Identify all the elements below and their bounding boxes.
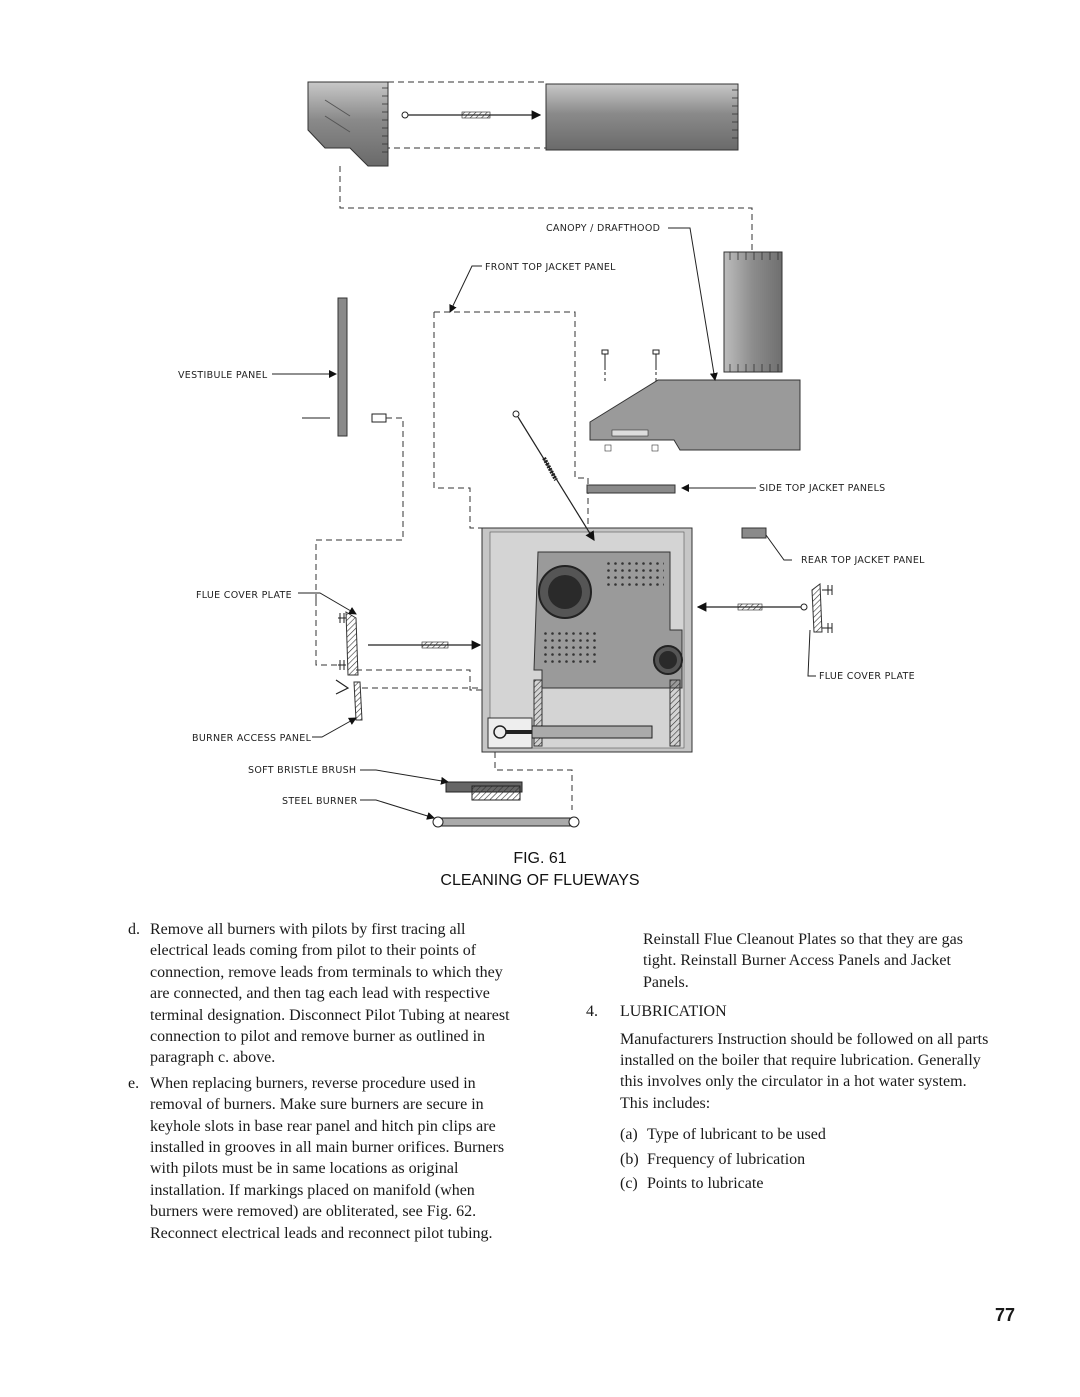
label-burner-access-panel: BURNER ACCESS PANEL [192, 733, 312, 744]
burner-access-panel [335, 679, 363, 721]
cleaning-rod-diagonal [512, 410, 595, 542]
figure-number: FIG. 61 [513, 850, 567, 867]
item-marker: e. [128, 1074, 140, 1092]
elbow-ruler [382, 87, 388, 153]
leader-lines [272, 227, 816, 820]
rear-top-jacket-panel [741, 527, 767, 539]
figure-caption: CLEANING OF FLUEWAYS [440, 872, 640, 889]
flue-cover-plate-left [338, 611, 359, 676]
vestibule-panel [337, 297, 348, 437]
label-vestibule-panel: VESTIBULE PANEL [178, 370, 268, 381]
list-item: (b) Frequency of lubrication [620, 1149, 998, 1170]
item-marker: d. [128, 921, 140, 938]
flue-elbow [307, 81, 389, 167]
canopy-drafthood [589, 379, 801, 451]
label-soft-bristle-brush: SOFT BRISTLE BRUSH [248, 765, 356, 776]
cleaning-rod-top [401, 110, 542, 120]
list-item: (c) Points to lubricate [620, 1173, 998, 1194]
front-top-jacket-panel-outline [434, 311, 589, 525]
item-text: Remove all burners with pilots by first … [150, 921, 510, 1067]
label-front-top-jacket-panel: FRONT TOP JACKET PANEL [485, 262, 616, 273]
list-item: (a) Type of lubricant to be used [620, 1124, 998, 1145]
section-text: Manufacturers Instruction should be foll… [620, 1030, 989, 1112]
list-item-e: e. When replacing burners, reverse proce… [128, 1073, 526, 1244]
page-number: 77 [994, 1305, 1015, 1325]
continuation-paragraph: Reinstall Flue Cleanout Plates so that t… [643, 931, 963, 991]
item-text: When replacing burners, reverse procedur… [150, 1074, 505, 1242]
label-rear-top-jacket-panel: REAR TOP JACKET PANEL [801, 555, 925, 566]
item-marker: (c) [620, 1175, 638, 1193]
boiler-body [481, 527, 693, 753]
item-text: Frequency of lubrication [647, 1150, 806, 1168]
side-top-jacket-panel [586, 484, 676, 494]
flue-cover-plate-right [811, 583, 833, 633]
right-column: Reinstall Flue Cleanout Plates so that t… [586, 929, 998, 1197]
flueways-diagram: CANOPY / DRAFTHOOD FRONT TOP JACKET PANE… [178, 81, 925, 828]
label-canopy: CANOPY / DRAFTHOOD [546, 223, 660, 234]
arrow-to-boiler-right [696, 602, 808, 612]
canopy-pipe [723, 251, 783, 373]
label-flue-cover-plate-left: FLUE COVER PLATE [196, 590, 292, 601]
dashed-route-pipe [339, 166, 753, 252]
list-item-d: d. Remove all burners with pilots by fir… [128, 919, 526, 1069]
section-number: 4. [586, 1003, 598, 1021]
item-marker: (a) [620, 1126, 638, 1144]
flue-pipe [545, 83, 739, 151]
canopy-slot [611, 429, 649, 437]
soft-bristle-brush [445, 781, 523, 801]
section-title: LUBRICATION [620, 1003, 727, 1021]
item-marker: (b) [620, 1150, 639, 1168]
lubrication-list: (a) Type of lubricant to be used (b) Fre… [620, 1124, 998, 1194]
left-column: d. Remove all burners with pilots by fir… [128, 919, 526, 1248]
label-side-top-jacket-panels: SIDE TOP JACKET PANELS [759, 483, 886, 494]
canopy-screws [601, 349, 660, 370]
section-heading: 4. LUBRICATION [586, 1001, 998, 1022]
label-flue-cover-plate-right: FLUE COVER PLATE [819, 671, 915, 682]
item-text: Type of lubricant to be used [647, 1126, 826, 1144]
steel-burner [432, 816, 580, 828]
label-steel-burner: STEEL BURNER [282, 796, 358, 807]
item-text: Points to lubricate [647, 1175, 764, 1193]
